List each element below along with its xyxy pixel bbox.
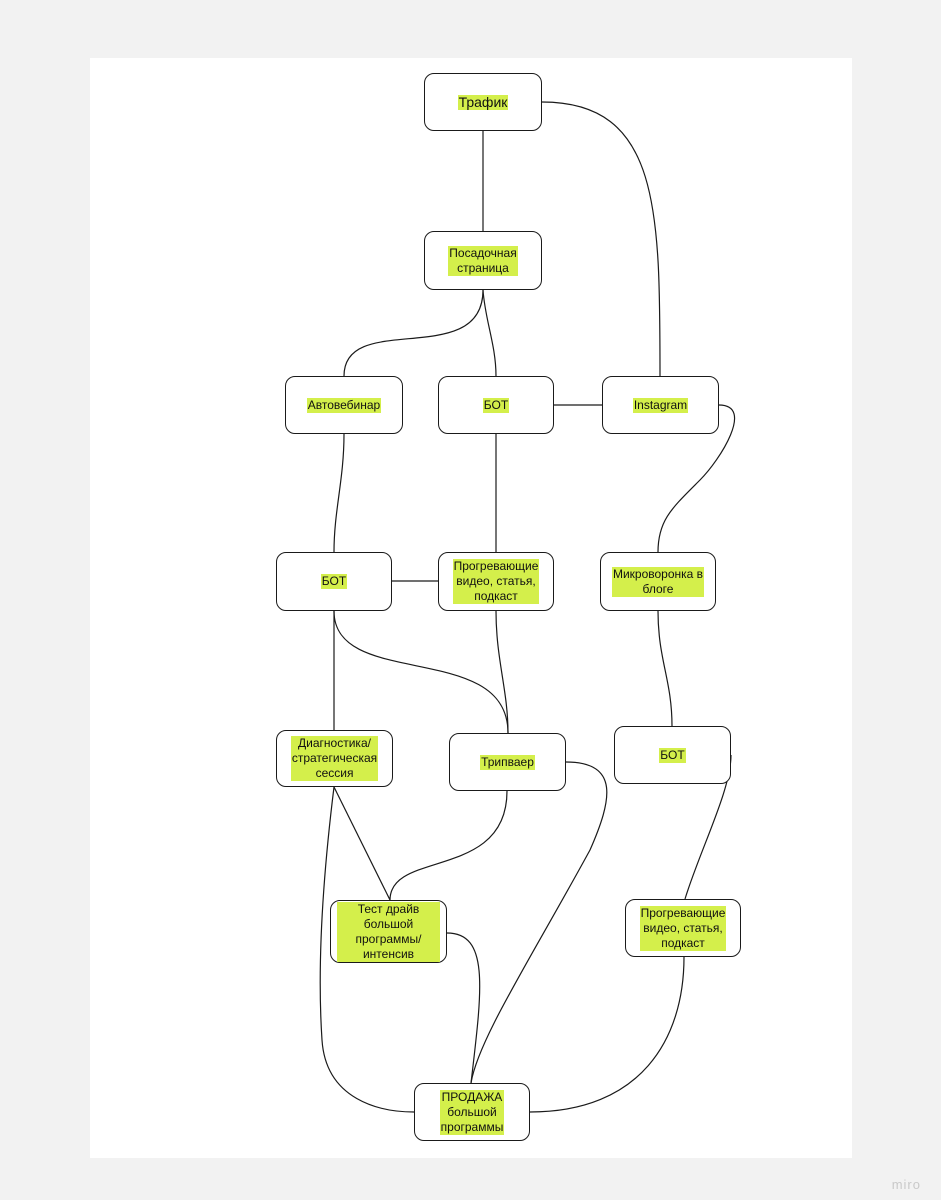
edge-diagnostics-testdrive xyxy=(333,786,391,901)
edge-traffic-instagram xyxy=(541,101,661,377)
node-label: Прогревающие видео, статья, подкаст xyxy=(452,559,540,604)
miro-watermark: miro xyxy=(891,1177,921,1192)
node-label: Посадочная страница xyxy=(448,245,518,276)
node-label: Трафик xyxy=(457,93,509,110)
edge-microfunnel-bot3 xyxy=(657,610,673,727)
edge-autowebinar-bot2 xyxy=(333,433,345,553)
node-label: Трипваер xyxy=(480,754,535,770)
edge-diagnostics-sale xyxy=(319,786,415,1113)
node-bot-2[interactable]: БОТ xyxy=(276,552,392,611)
edge-warmup1-tripwire xyxy=(495,610,509,734)
edge-bot2-tripwire xyxy=(333,610,509,734)
node-instagram[interactable]: Instagram xyxy=(602,376,719,434)
node-autowebinar[interactable]: Автовебинар xyxy=(285,376,403,434)
node-label: БОТ xyxy=(659,747,686,763)
edge-landing-bot1 xyxy=(482,289,497,377)
edge-tripwire-sale xyxy=(470,761,608,1084)
node-diagnostics-session[interactable]: Диагностика/ стратегическая сессия xyxy=(276,730,393,787)
node-bot-1[interactable]: БОТ xyxy=(438,376,554,434)
node-label: Тест драйв большой программы/ интенсив xyxy=(337,901,440,962)
edge-tripwire-testdrive xyxy=(389,790,508,901)
edge-warmup2-sale xyxy=(529,956,685,1113)
edge-testdrive-sale xyxy=(446,932,481,1084)
node-label: Микроворонка в блоге xyxy=(611,566,705,597)
node-label: БОТ xyxy=(320,574,348,589)
edge-instagram-microfunnel xyxy=(657,404,736,553)
node-label: БОТ xyxy=(482,397,510,413)
node-tripwire[interactable]: Трипваер xyxy=(449,733,566,791)
node-label: Автовебинар xyxy=(306,397,382,413)
node-warmup-content-1[interactable]: Прогревающие видео, статья, подкаст xyxy=(438,552,554,611)
node-blog-microfunnel[interactable]: Микроворонка в блоге xyxy=(600,552,716,611)
node-label: ПРОДАЖА большой программы xyxy=(439,1089,505,1135)
node-test-drive[interactable]: Тест драйв большой программы/ интенсив xyxy=(330,900,447,963)
node-warmup-content-2[interactable]: Прогревающие видео, статья, подкаст xyxy=(625,899,741,957)
node-bot-3[interactable]: БОТ xyxy=(614,726,731,784)
node-label: Instagram xyxy=(632,397,689,413)
node-landing-page[interactable]: Посадочная страница xyxy=(424,231,542,290)
node-label: Прогревающие видео, статья, подкаст xyxy=(639,905,727,951)
node-big-program-sale[interactable]: ПРОДАЖА большой программы xyxy=(414,1083,530,1141)
node-traffic[interactable]: Трафик xyxy=(424,73,542,131)
node-label: Диагностика/ стратегическая сессия xyxy=(290,736,379,781)
edge-landing-autowebinar xyxy=(343,289,484,377)
